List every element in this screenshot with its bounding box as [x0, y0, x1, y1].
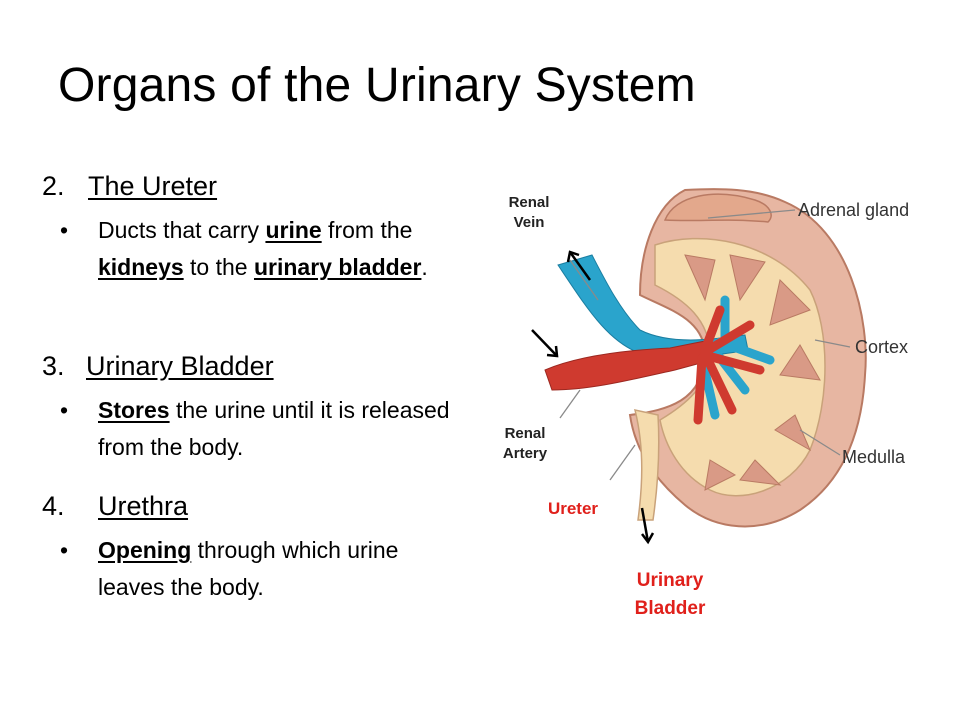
section-title: Urinary Bladder: [86, 351, 274, 381]
keyword-urinary-bladder: urinary bladder: [253, 254, 422, 280]
bullet-text: the urine until it is released from the …: [98, 397, 450, 460]
kidney-diagram: Renal Vein Renal Artery Adrenal gland Co…: [503, 188, 909, 619]
section-heading: 4. Urethra: [40, 488, 460, 524]
keyword-kidneys: kidneys: [98, 254, 184, 280]
section-title: Urethra: [98, 491, 189, 521]
bullet-text: .: [421, 254, 428, 280]
renal-artery-branch: [693, 305, 765, 425]
label-urinary-bladder-1: Urinary: [637, 570, 704, 591]
leader-lines: [559, 209, 851, 481]
bullet-item: • Stores the urine until it is released …: [40, 392, 460, 466]
label-renal-artery-2: Artery: [503, 445, 548, 462]
keyword-opening: Opening: [98, 537, 192, 563]
section-number: 3.: [42, 351, 65, 381]
slide-title: Organs of the Urinary System: [58, 59, 696, 112]
bullet-text: through which urine leaves the body.: [98, 537, 399, 600]
arrow-icon: [566, 250, 592, 281]
section-ureter: 2. The Ureter • Ducts that carry urine f…: [40, 168, 460, 286]
arrow-icon: [640, 507, 655, 545]
bullet-dot: •: [60, 397, 69, 423]
label-renal-vein-2: Vein: [514, 214, 545, 231]
leader-medulla: [799, 429, 841, 456]
section-heading: 2. The Ureter: [40, 168, 460, 204]
bullet-text: from the: [321, 217, 413, 243]
leader-cortex: [814, 339, 851, 348]
bullet-dot: •: [60, 217, 69, 243]
leader-ureter: [609, 444, 636, 481]
label-cortex: Cortex: [855, 337, 908, 357]
bullet-item: • Opening through which urine leaves the…: [40, 532, 460, 606]
bullet-dot: •: [60, 537, 69, 563]
bullet-item: • Ducts that carry urine from the kidney…: [40, 212, 460, 286]
flow-arrows: [531, 250, 655, 545]
section-number: 2.: [42, 171, 65, 201]
leader-adrenal: [707, 209, 796, 219]
leader-artery: [559, 389, 581, 419]
label-medulla: Medulla: [842, 447, 906, 467]
label-renal-vein-1: Renal: [509, 194, 550, 211]
section-urethra: 4. Urethra • Opening through which urine…: [40, 488, 460, 606]
renal-vein-branch: [695, 295, 775, 420]
label-renal-artery-1: Renal: [505, 425, 546, 442]
medulla-pyramids: [684, 254, 821, 491]
section-title: The Ureter: [88, 171, 218, 201]
label-adrenal-gland: Adrenal gland: [798, 200, 909, 220]
label-ureter: Ureter: [548, 499, 598, 518]
arrow-icon: [531, 329, 559, 358]
ureter: [633, 409, 660, 521]
section-number: 4.: [42, 491, 65, 521]
keyword-stores: Stores: [98, 397, 170, 423]
label-urinary-bladder-2: Bladder: [635, 598, 706, 619]
bullet-text: to the: [183, 254, 254, 280]
keyword-urine: urine: [265, 217, 322, 243]
bullet-text: Ducts that carry: [98, 217, 266, 243]
leader-vein: [569, 259, 599, 301]
section-heading: 3. Urinary Bladder: [40, 348, 460, 384]
section-urinary-bladder: 3. Urinary Bladder • Stores the urine un…: [40, 348, 460, 466]
